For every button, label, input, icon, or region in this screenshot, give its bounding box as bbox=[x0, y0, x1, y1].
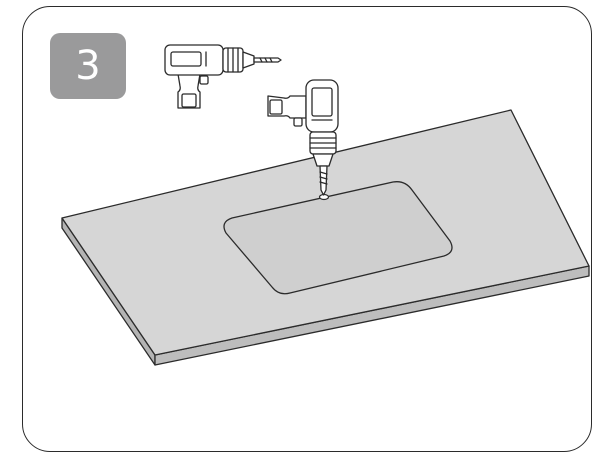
drill-in-use-icon bbox=[267, 79, 339, 196]
drill-icon bbox=[164, 44, 282, 109]
countertop bbox=[61, 109, 590, 366]
sink-basin bbox=[223, 181, 453, 295]
step-number-badge: 3 bbox=[50, 33, 126, 99]
